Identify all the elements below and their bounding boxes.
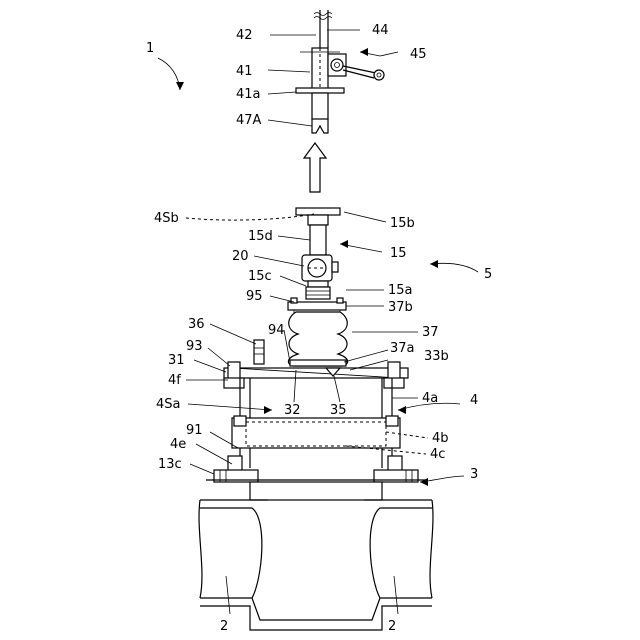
label-4e: 4e [170, 437, 186, 452]
label-36: 36 [188, 317, 205, 332]
label-4f: 4f [168, 373, 181, 388]
label-15a: 15a [388, 283, 413, 298]
label-13c: 13c [158, 457, 182, 472]
label-37b: 37b [388, 300, 413, 315]
lift-direction-arrow [304, 143, 326, 192]
bellows [288, 312, 347, 366]
label-35: 35 [330, 403, 347, 418]
label-2-right: 2 [388, 619, 396, 634]
label-37: 37 [422, 325, 439, 340]
label-95: 95 [246, 289, 263, 304]
label-15c: 15c [248, 269, 272, 284]
label-1: 1 [146, 41, 154, 56]
label-31: 31 [168, 353, 185, 368]
label-94: 94 [268, 323, 285, 338]
label-4Sa: 4Sa [156, 397, 181, 412]
label-42: 42 [236, 28, 253, 43]
label-20: 20 [232, 249, 249, 264]
label-5: 5 [484, 267, 492, 282]
label-2-left: 2 [220, 619, 228, 634]
label-3: 3 [470, 467, 478, 482]
label-91: 91 [186, 423, 203, 438]
lifting-tool-assembly [296, 10, 384, 133]
label-41: 41 [236, 64, 253, 79]
label-93: 93 [186, 339, 203, 354]
label-37a: 37a [390, 341, 415, 356]
label-45: 45 [410, 47, 427, 62]
label-15b: 15b [390, 216, 415, 231]
label-4: 4 [470, 393, 478, 408]
label-4c: 4c [430, 447, 445, 462]
label-32: 32 [284, 403, 301, 418]
valve-assembly [288, 208, 346, 317]
label-15: 15 [390, 246, 407, 261]
label-4b: 4b [432, 431, 449, 446]
label-44: 44 [372, 23, 389, 38]
label-4a: 4a [422, 391, 438, 406]
label-15d: 15d [248, 229, 273, 244]
label-41a: 41a [236, 87, 261, 102]
label-33b: 33b [424, 349, 449, 364]
label-47A: 47A [236, 113, 262, 128]
label-4Sb: 4Sb [154, 211, 179, 226]
